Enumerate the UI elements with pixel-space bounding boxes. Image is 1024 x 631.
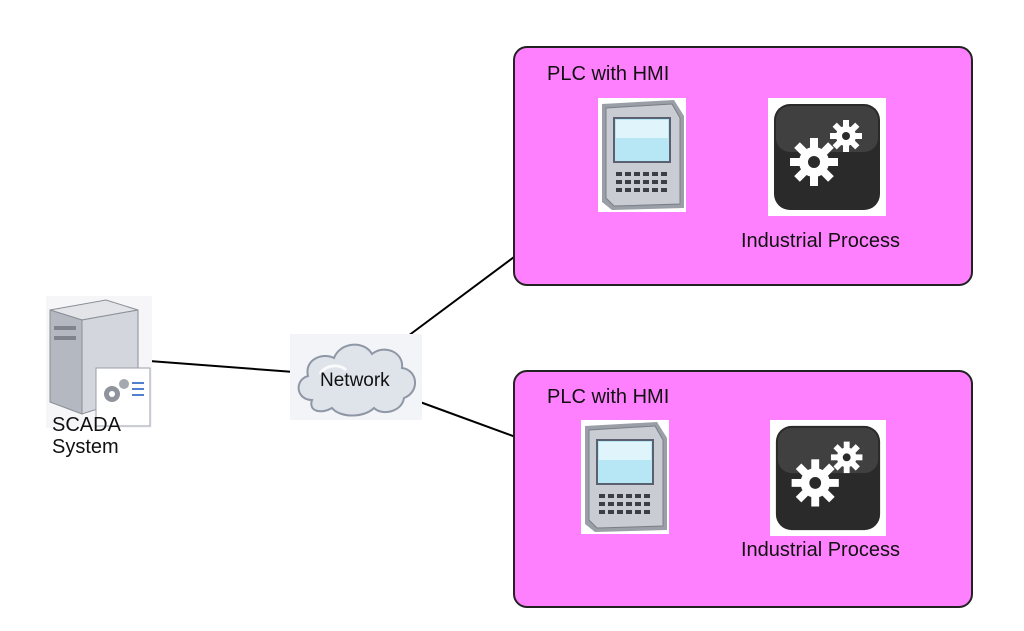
hmi-panel-icon: [598, 98, 686, 212]
plc-title-1: PLC with HMI: [547, 63, 670, 85]
process-label-1: Industrial Process: [741, 230, 900, 252]
scada-label-line1: SCADA: [52, 414, 121, 436]
connector-scada-network: [135, 359, 295, 373]
gears-icon: [770, 420, 886, 536]
server-icon: [46, 296, 152, 428]
plc-site-1: [513, 46, 973, 286]
process-label-2: Industrial Process: [741, 539, 900, 561]
scada-label-line2: System: [52, 436, 119, 458]
gears-icon: [768, 98, 886, 216]
network-label: Network: [320, 370, 390, 391]
hmi-panel-icon: [581, 420, 669, 534]
plc-title-2: PLC with HMI: [547, 386, 670, 408]
cloud-icon: [290, 334, 422, 420]
